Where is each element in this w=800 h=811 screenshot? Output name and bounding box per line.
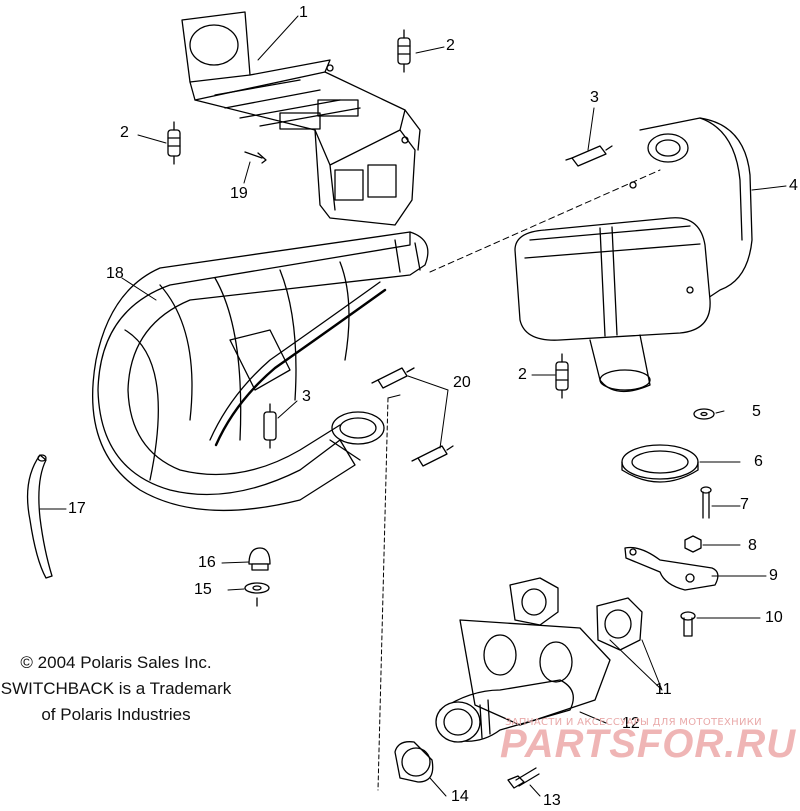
leader-lines xyxy=(39,15,787,797)
part-2-spring-mid xyxy=(555,353,569,399)
part-5-washer xyxy=(693,408,715,420)
callout-6: 6 xyxy=(754,453,763,470)
part-2-spring-top xyxy=(397,29,411,73)
callout-2-top: 2 xyxy=(446,37,455,54)
callout-2-left: 2 xyxy=(120,124,129,141)
part-20-springs xyxy=(371,367,454,467)
part-16-grommet xyxy=(248,547,271,571)
callout-17: 17 xyxy=(68,500,86,517)
callout-13: 13 xyxy=(543,792,561,809)
part-17-strap xyxy=(26,454,53,579)
part-4-muffler xyxy=(514,117,753,392)
callout-15: 15 xyxy=(194,581,212,598)
part-18-pipe xyxy=(92,231,429,512)
part-15-washer xyxy=(244,582,270,607)
callout-5: 5 xyxy=(752,403,761,420)
copyright-notice: © 2004 Polaris Sales Inc. SWITCHBACK is … xyxy=(0,650,232,728)
part-11-gaskets xyxy=(509,577,643,651)
part-3-spring-bottom xyxy=(263,403,277,449)
part-3-spring-top xyxy=(565,145,613,167)
part-19-pin xyxy=(244,151,267,164)
trademark-line: SWITCHBACK is a Trademark xyxy=(0,679,232,698)
callout-2-mid: 2 xyxy=(518,366,527,383)
callout-19: 19 xyxy=(230,185,248,202)
callout-1: 1 xyxy=(299,4,308,21)
callout-14: 14 xyxy=(451,788,469,805)
callout-20: 20 xyxy=(453,374,471,391)
part-8-nut xyxy=(684,535,702,553)
part-1-bracket xyxy=(181,11,421,226)
callout-7: 7 xyxy=(740,496,749,513)
callout-3-top: 3 xyxy=(590,89,599,106)
watermark-logo: PARTSFOR.RU xyxy=(500,722,797,766)
part-2-spring-left xyxy=(167,121,181,165)
watermark-tagline: ЗАПЧАСТИ И АКСЕССУАРЫ ДЛЯ МОТОТЕХНИКИ xyxy=(505,717,762,728)
callout-18: 18 xyxy=(106,265,124,282)
part-12-manifold xyxy=(435,619,611,743)
part-9-strap xyxy=(624,546,719,591)
callout-3-bottom: 3 xyxy=(302,388,311,405)
copyright-line: © 2004 Polaris Sales Inc. xyxy=(20,653,212,672)
callout-11: 11 xyxy=(655,681,672,698)
callout-4: 4 xyxy=(789,177,798,194)
callout-16: 16 xyxy=(198,554,216,571)
part-10-bolt xyxy=(680,611,696,637)
part-6-seal xyxy=(621,444,699,483)
callout-12: 12 xyxy=(622,715,640,732)
part-14-coupler xyxy=(394,741,434,783)
callout-10: 10 xyxy=(765,609,783,626)
callout-8: 8 xyxy=(748,537,757,554)
part-13-bolt xyxy=(507,767,540,789)
callout-9: 9 xyxy=(769,567,778,584)
trademark-owner-line: of Polaris Industries xyxy=(41,705,191,724)
part-7-bolt xyxy=(700,486,712,519)
